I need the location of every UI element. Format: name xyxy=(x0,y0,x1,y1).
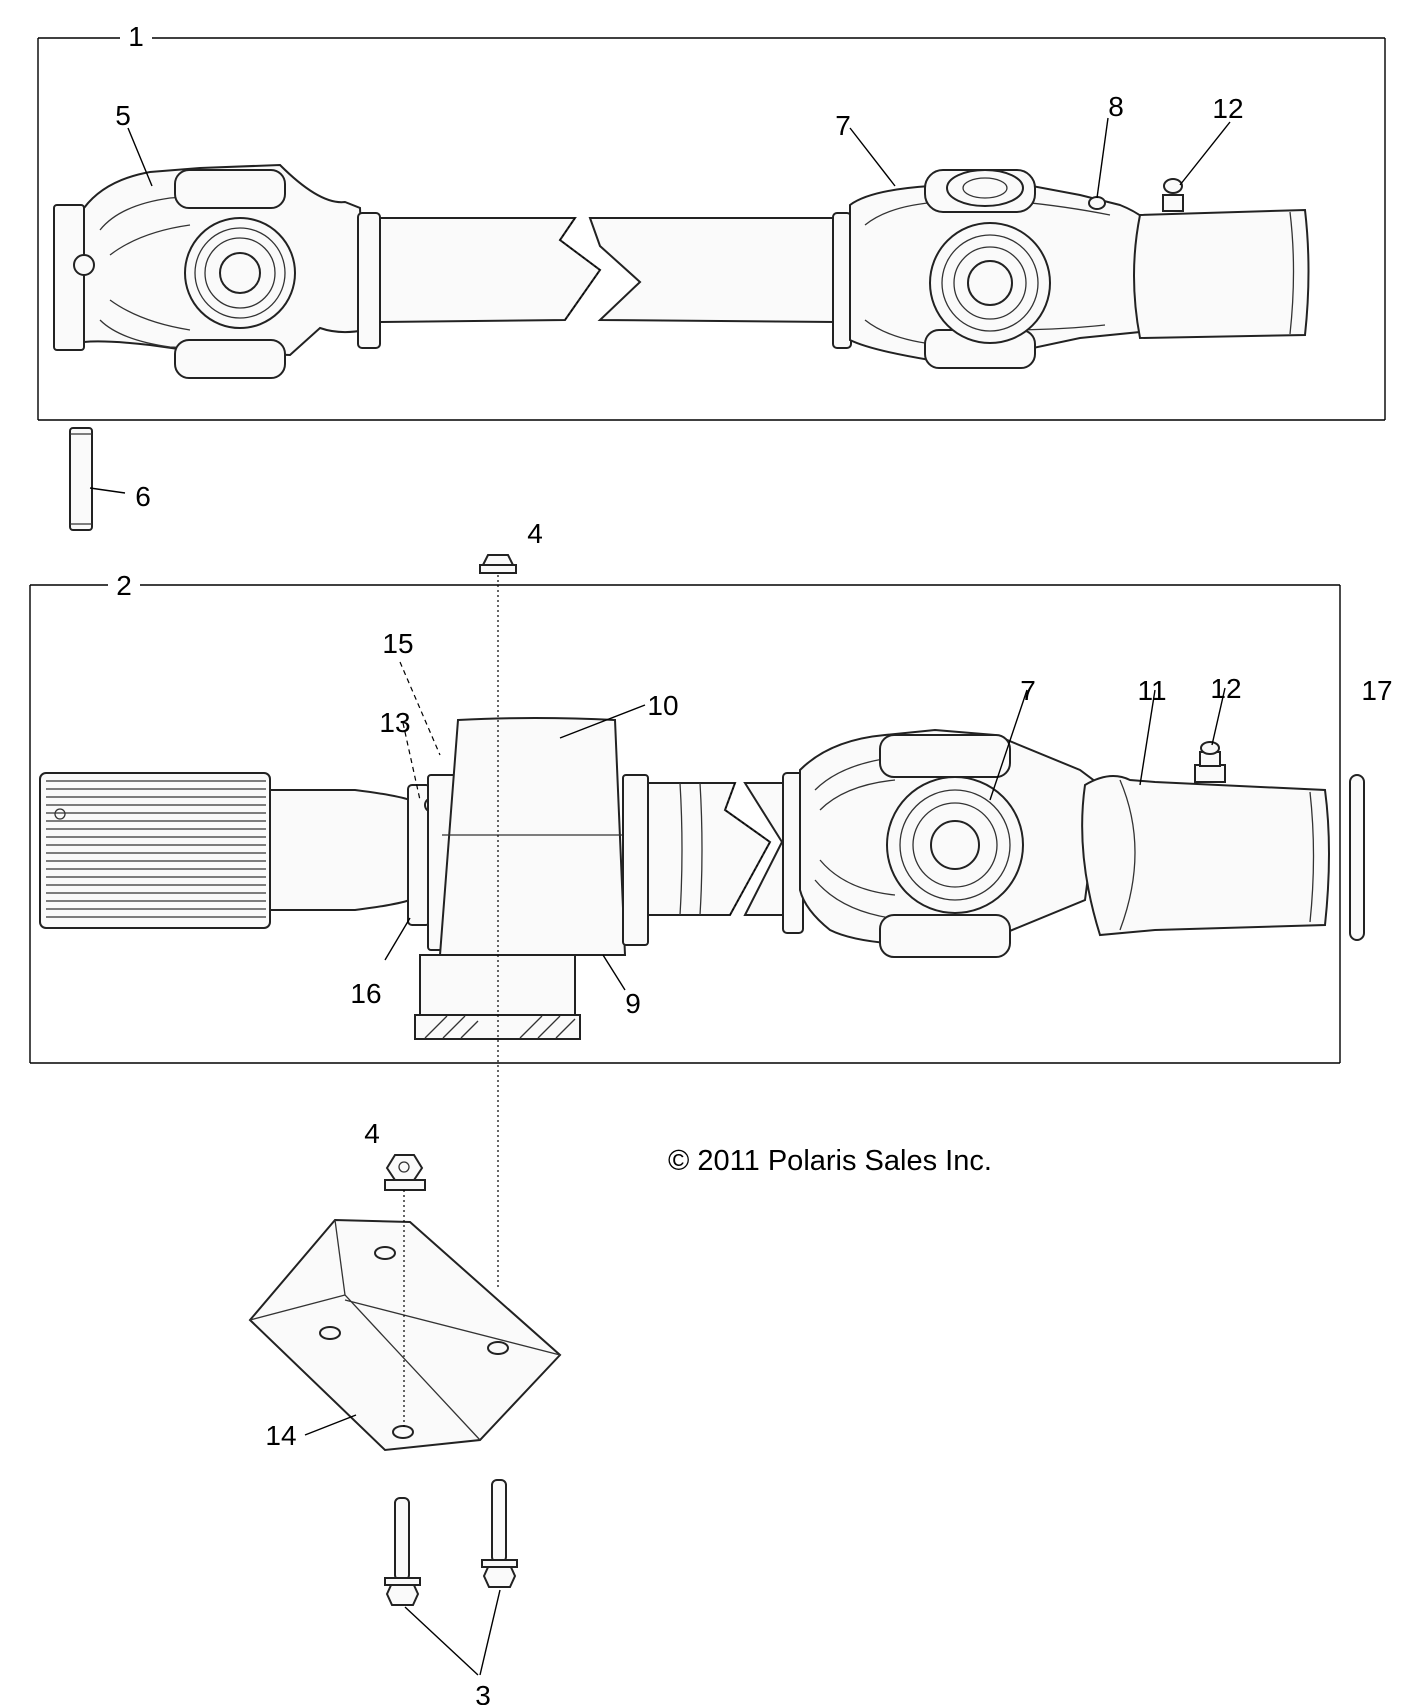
callout-2: 2 xyxy=(116,570,132,601)
callout-17: 17 xyxy=(1361,675,1392,706)
shaft-tube-right xyxy=(588,217,836,324)
grease-fitting-top xyxy=(1162,178,1184,212)
callout-4-top: 4 xyxy=(527,518,543,549)
bearing-cap-top xyxy=(174,169,286,209)
tube-collar-right xyxy=(832,212,852,349)
shaft-neck xyxy=(269,789,411,911)
bearing-cap-bottom xyxy=(174,339,286,379)
callout-labels: 1 2 5 6 7 8 12 4 15 10 13 7 11 12 17 16 … xyxy=(115,21,1392,1705)
assembly-1-box xyxy=(37,37,1386,421)
callout-11: 11 xyxy=(1137,675,1166,706)
grease-hole xyxy=(73,254,95,276)
callout-7-lower: 7 xyxy=(1020,675,1036,706)
rear-driveshaft-assembly xyxy=(39,716,1330,1040)
roll-pin xyxy=(69,427,93,531)
callout-4-lower: 4 xyxy=(364,1118,380,1149)
bearing-cap-bottom-lower xyxy=(879,914,1011,958)
flange-nut-top xyxy=(479,554,517,574)
lower-tube-right xyxy=(743,782,786,916)
bearing-cap-top-lower xyxy=(879,734,1011,778)
slip-yoke xyxy=(1133,208,1310,340)
lower-tube-left xyxy=(647,782,772,916)
callout-3: 3 xyxy=(475,1680,491,1705)
assembly-2-box xyxy=(29,584,1341,1064)
callout-16: 16 xyxy=(350,978,381,1009)
grease-fitting-lower xyxy=(1194,741,1226,783)
callout-14: 14 xyxy=(265,1420,296,1451)
slip-yoke-lower xyxy=(1081,775,1330,937)
callout-5: 5 xyxy=(115,100,131,131)
leader-lines xyxy=(89,117,1231,1676)
flange-nut-lower xyxy=(384,1154,426,1191)
callout-9: 9 xyxy=(625,988,641,1019)
shaft-tube-left xyxy=(379,217,602,324)
bolt-left xyxy=(384,1497,421,1606)
tube-collar-lower xyxy=(622,774,649,946)
callout-12-lower: 12 xyxy=(1210,673,1241,704)
callout-12-top: 12 xyxy=(1212,93,1243,124)
copyright-notice: © 2011 Polaris Sales Inc. xyxy=(668,1145,992,1177)
support-bearing-housing xyxy=(438,716,627,956)
callout-7-top: 7 xyxy=(835,110,851,141)
callout-10: 10 xyxy=(647,690,678,721)
front-driveshaft-assembly xyxy=(53,163,1310,379)
shaft-end-flange xyxy=(53,204,85,351)
splined-shaft-end xyxy=(39,772,271,929)
mounting-bracket xyxy=(248,1218,562,1452)
o-ring xyxy=(1349,774,1365,941)
callout-6: 6 xyxy=(135,481,151,512)
callout-15: 15 xyxy=(382,628,413,659)
callout-13: 13 xyxy=(379,707,410,738)
tube-collar xyxy=(357,212,381,349)
snap-ring xyxy=(1088,196,1106,210)
callout-1: 1 xyxy=(128,21,144,52)
callout-8: 8 xyxy=(1108,91,1124,122)
bolt-right xyxy=(481,1479,518,1588)
